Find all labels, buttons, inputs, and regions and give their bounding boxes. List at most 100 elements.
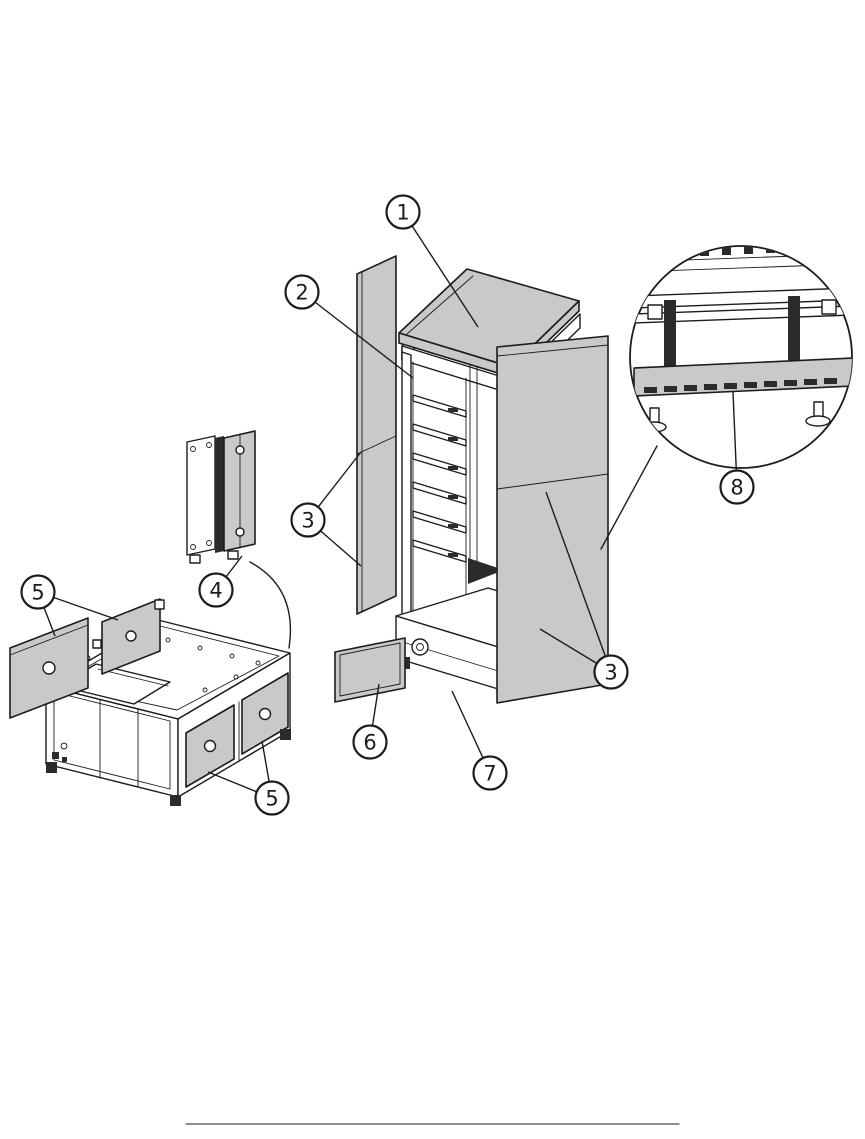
front-kick-panel (334, 637, 406, 703)
detail-connector-line (600, 445, 658, 550)
access-cover-hole (203, 739, 217, 753)
detail-foot-base (805, 415, 831, 427)
side-panel-left-seam (356, 435, 397, 455)
callout-bubble (352, 724, 388, 760)
interior-shadow (468, 558, 504, 584)
callout-bubble (20, 574, 56, 610)
callout-6-label: 6 (363, 731, 376, 755)
chassis-foot (46, 762, 57, 773)
callout-3-left: 3 (290, 451, 362, 567)
callout-5-left-label: 5 (31, 581, 44, 605)
detail-post (664, 300, 676, 374)
access-cover-hole (42, 661, 56, 675)
leader-line (402, 211, 479, 328)
hinge-plate-right (223, 430, 256, 552)
front-kick-panel-face (334, 637, 406, 703)
screw-hole (206, 442, 212, 448)
callout-bubble (719, 469, 755, 505)
side-panel-right (496, 335, 609, 704)
base-chassis (45, 619, 291, 806)
side-panel-right-seam (496, 473, 609, 490)
callouts: 1 2 3 4 5 5 (20, 194, 755, 816)
detail-bracket (821, 299, 837, 315)
callout-3-right-label: 3 (604, 661, 617, 685)
chassis-top-inner (56, 625, 280, 711)
callout-bubble (472, 755, 508, 791)
callout-2-label: 2 (295, 281, 308, 305)
callout-1-label: 1 (396, 201, 409, 225)
hole (202, 687, 208, 693)
callout-1: 1 (385, 194, 479, 328)
chassis-front-hole (60, 742, 68, 750)
callout-7: 7 (451, 690, 508, 791)
detail-top-slots (700, 246, 797, 256)
callout-3-left-label: 3 (301, 509, 314, 533)
detail-vent-slots (644, 378, 837, 393)
swing-arc (249, 561, 292, 649)
callout-4-label: 4 (209, 579, 222, 603)
side-panel-right-top-line (496, 344, 609, 357)
chassis-latch (62, 757, 67, 762)
detail-post (788, 296, 800, 368)
cover-tab (154, 599, 165, 610)
callout-5-left: 5 (20, 574, 119, 637)
chassis-front-inner (53, 691, 171, 790)
side-panel-left (356, 255, 397, 615)
shelf (412, 481, 467, 505)
callout-bubble (254, 780, 290, 816)
screw-hole (190, 544, 196, 550)
callout-6: 6 (352, 683, 388, 760)
callout-8-label: 8 (730, 476, 743, 500)
hole (165, 637, 171, 643)
hinge-plate-left (186, 435, 216, 556)
hinge-tab (189, 554, 201, 564)
callout-bubble (385, 194, 421, 230)
leader-line (301, 291, 414, 379)
shelf (412, 539, 467, 563)
hinge-pin (235, 445, 245, 455)
front-left-post (401, 351, 412, 625)
screw-hole (206, 540, 212, 546)
hinge-tab (227, 550, 239, 560)
chassis-latch (52, 752, 59, 759)
leader-line (545, 491, 612, 673)
callout-bubble (284, 274, 320, 310)
callout-bubble (290, 502, 326, 538)
detail-view (600, 245, 853, 550)
shelf (412, 452, 467, 476)
detail-bracket (647, 304, 663, 320)
hinge-pin (235, 527, 245, 537)
access-cover-hole (258, 707, 272, 721)
callout-4: 4 (198, 555, 243, 608)
screw-hole (190, 446, 196, 452)
chassis-cutout-shadow (97, 668, 169, 687)
chassis-foot (170, 795, 181, 806)
caster-hole-outer (411, 638, 429, 656)
access-cover-hole (125, 630, 137, 642)
callout-2: 2 (284, 274, 414, 379)
front-kick-panel-inner (339, 642, 401, 697)
side-panel-left-face (356, 255, 397, 615)
callout-8: 8 (719, 391, 755, 505)
shelf (412, 423, 467, 447)
side-panel-right-face (496, 335, 609, 704)
detail-caster (838, 406, 852, 426)
access-cover-edge (9, 624, 89, 656)
hole (255, 660, 261, 666)
cover-clip (92, 639, 102, 649)
callout-5-bottom: 5 (207, 740, 290, 816)
caster-hole-inner (416, 643, 424, 651)
hinge-channel (215, 436, 224, 553)
top-cover-detail-line (406, 275, 474, 335)
callout-7-label: 7 (483, 762, 496, 786)
callout-5-bottom-label: 5 (265, 787, 278, 811)
top-cover (398, 268, 580, 378)
chassis-foot (280, 729, 291, 740)
shelf (412, 394, 467, 418)
hole (197, 645, 203, 651)
hinge-bracket (186, 430, 292, 649)
shelf (412, 510, 467, 534)
hole (229, 653, 235, 659)
